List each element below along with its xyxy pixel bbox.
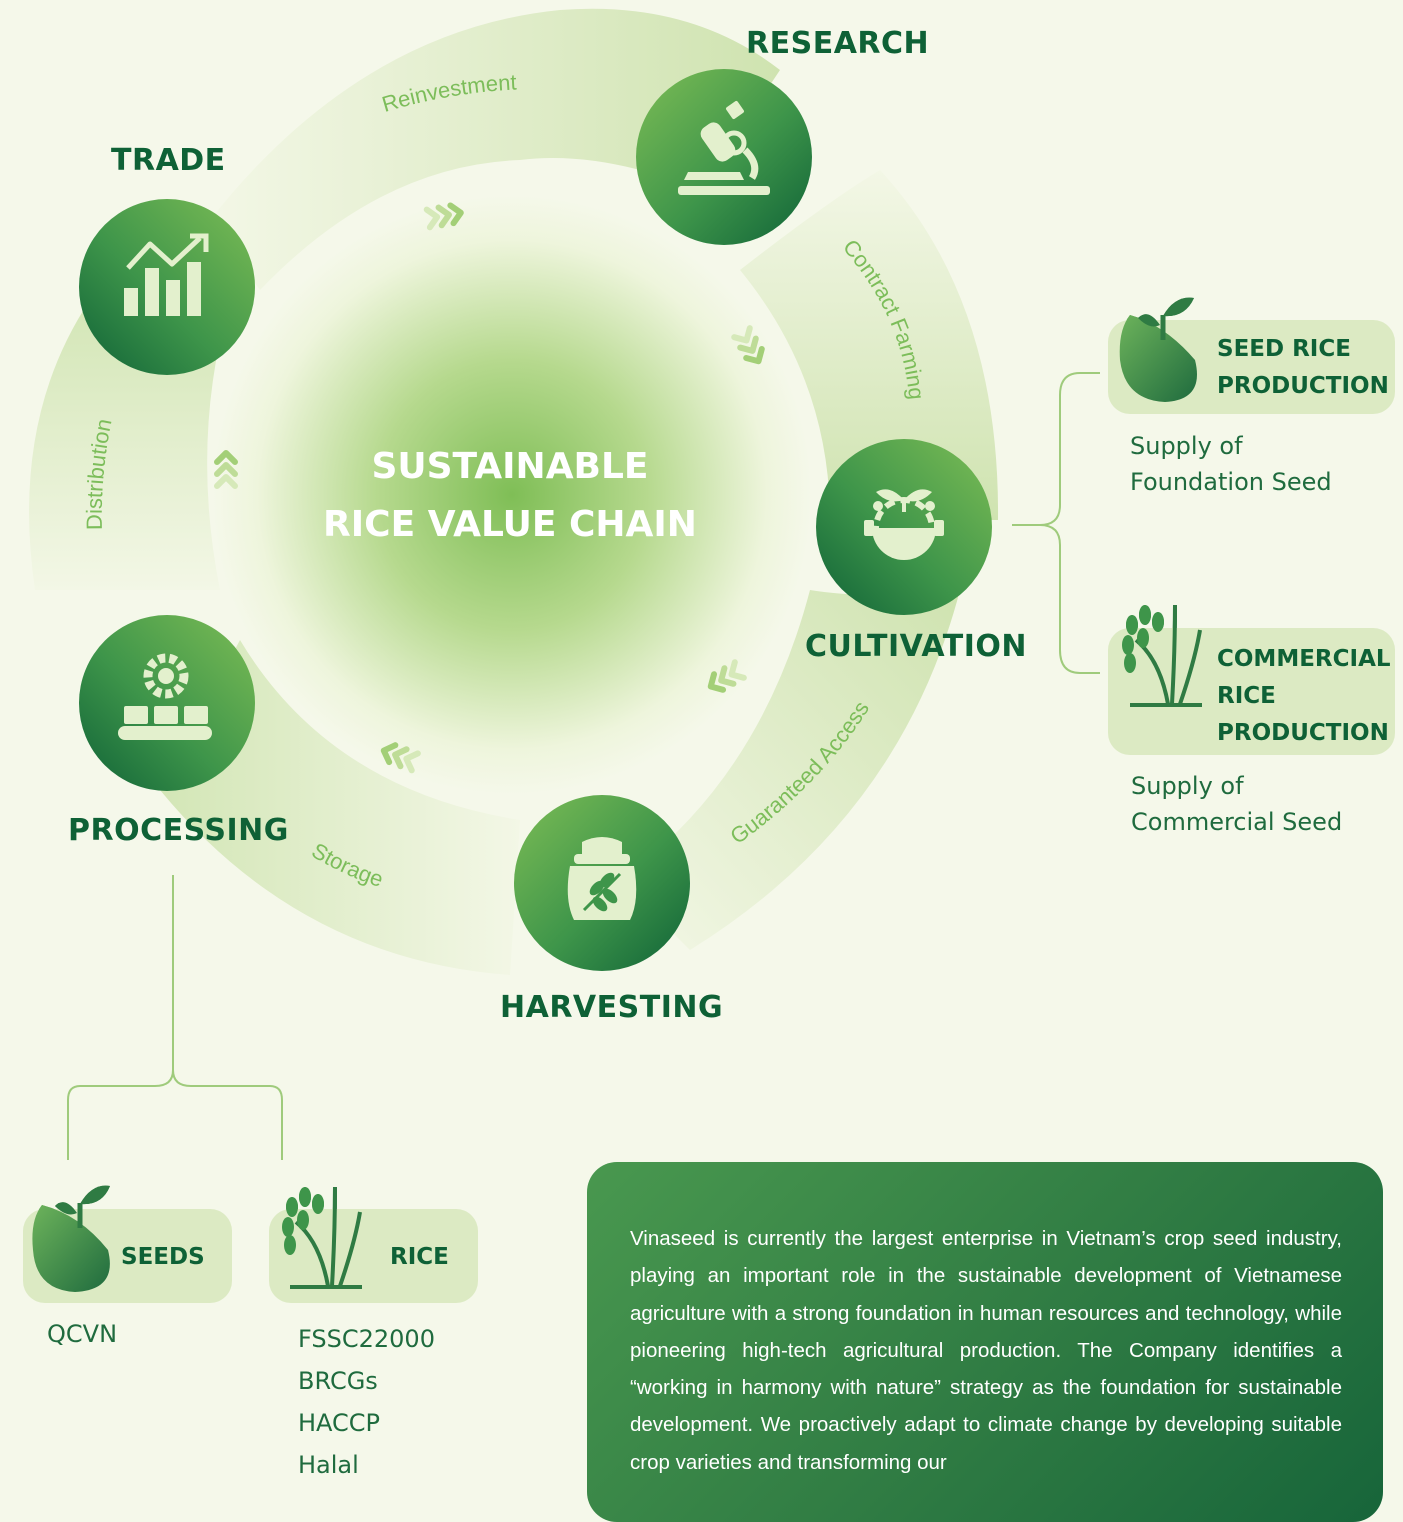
note-foundation-seed: Supply of Foundation Seed: [1130, 432, 1332, 496]
center-title-line-2: RICE VALUE CHAIN: [323, 504, 697, 545]
ring-segments: [29, 8, 999, 975]
value-chain-diagram: Reinvestment Contract Farming Guaranteed…: [29, 8, 1202, 1292]
card-title-commercial-rice-production: COMMERCIAL RICE PRODUCTION: [1217, 646, 1391, 746]
plant-gear-icon: [864, 489, 944, 560]
description-text: Vinaseed is currently the largest enterp…: [630, 1227, 1342, 1474]
stage-label-cultivation: CULTIVATION: [805, 629, 1027, 664]
ring-segment-guaranteed: [620, 590, 960, 950]
conveyor-gear-icon: [118, 653, 212, 740]
chevron-arrow-icon: [731, 325, 765, 365]
branch-connectors: [67, 372, 1100, 1160]
flow-arrows: [214, 202, 765, 774]
node-processing: [79, 615, 255, 791]
microscope-icon: [678, 101, 770, 195]
node-cultivation: [816, 439, 992, 615]
ring-segment-reinvestment: [210, 8, 780, 290]
card-title-seeds: SEEDS: [121, 1244, 205, 1270]
node-research: [636, 69, 812, 245]
chevron-arrow-icon: [707, 659, 747, 693]
cert-qcvn: QCVN: [47, 1320, 118, 1348]
cert-item: BRCGs: [298, 1367, 378, 1395]
cert-item: FSSC22000: [298, 1325, 435, 1353]
note-commercial-seed: Supply of Commercial Seed: [1131, 772, 1343, 836]
rice-sack-icon: [567, 837, 637, 920]
cert-item: HACCP: [298, 1409, 381, 1437]
center-title-line-1: SUSTAINABLE: [371, 446, 649, 487]
growth-chart-icon: [124, 233, 209, 316]
stage-label-trade: TRADE: [111, 143, 226, 178]
cert-item: Halal: [298, 1451, 359, 1479]
stage-label-processing: PROCESSING: [68, 813, 289, 848]
card-title-rice: RICE: [390, 1244, 449, 1270]
cert-list-rice: FSSC22000 BRCGs HACCP Halal: [298, 1318, 435, 1486]
chevron-arrow-icon: [380, 742, 421, 774]
center-title: SUSTAINABLE RICE VALUE CHAIN: [300, 438, 720, 554]
node-harvesting: [514, 795, 690, 971]
stage-label-harvesting: HARVESTING: [500, 990, 724, 1025]
center-hub: [212, 195, 812, 795]
card-title-seed-rice-production: SEED RICE PRODUCTION: [1217, 336, 1389, 399]
chevron-arrow-icon: [214, 450, 238, 489]
description-box: Vinaseed is currently the largest enterp…: [587, 1162, 1383, 1522]
stage-label-research: RESEARCH: [746, 26, 930, 61]
node-trade: [79, 199, 255, 375]
ring-segment-contract: [740, 170, 999, 520]
chevron-arrow-icon: [423, 202, 464, 231]
